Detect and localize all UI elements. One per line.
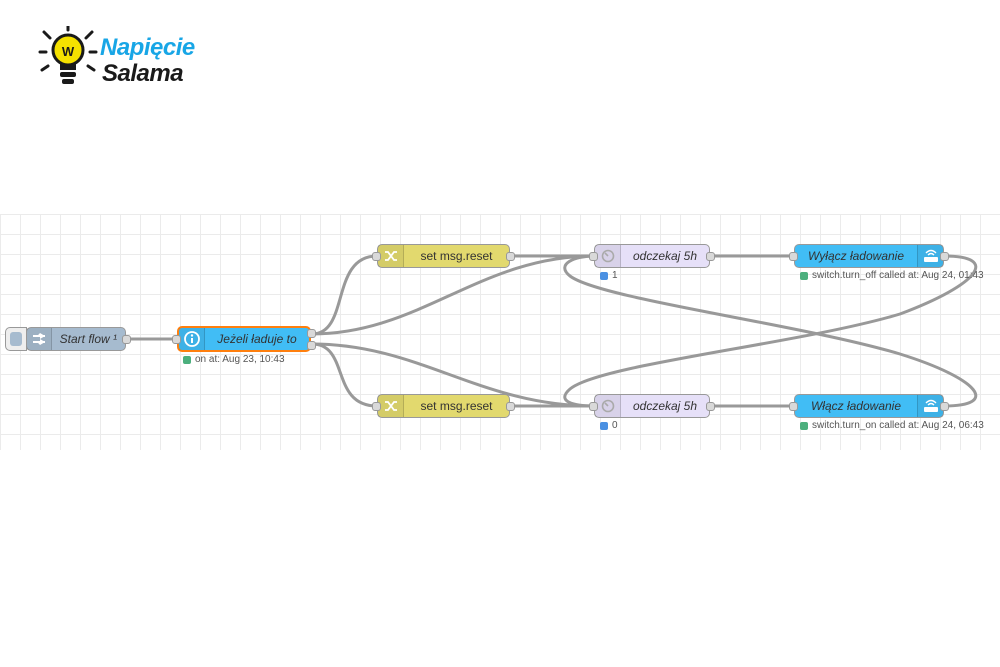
output-port[interactable] [706, 252, 715, 261]
brand-logo: W Napięcie Salama [36, 26, 216, 92]
info-icon [179, 328, 205, 350]
wire-condition-to-set-bottom [311, 342, 378, 408]
status-dot [800, 271, 808, 280]
inject-arrow-icon [27, 328, 52, 350]
node-set-reset-bottom[interactable]: set msg.reset [377, 394, 510, 418]
status-dot [600, 421, 608, 430]
node-switch-on[interactable]: Włącz ładowanie [794, 394, 944, 418]
node-label: Jeżeli ładuje to [217, 332, 297, 346]
status-dot [800, 421, 808, 430]
node-status: switch.turn_on called at: Aug 24, 06:43 [800, 420, 984, 431]
flow-wires [126, 254, 978, 408]
logo-line-2: Salama [102, 60, 184, 87]
output-port-2[interactable] [307, 341, 316, 350]
shuffle-icon [378, 245, 404, 267]
node-status: 0 [600, 420, 618, 431]
node-condition[interactable]: Jeżeli ładuje to [177, 326, 311, 352]
timer-icon [595, 395, 621, 417]
output-port[interactable] [940, 252, 949, 261]
status-dot [600, 271, 608, 280]
wire-switch-off-to-delay-bottom [563, 254, 978, 408]
node-label: Start flow ¹ [59, 332, 117, 346]
node-label: Wyłącz ładowanie [807, 249, 905, 263]
output-port-1[interactable] [307, 329, 316, 338]
bulb-letter: W [62, 44, 75, 59]
node-status: 1 [600, 270, 618, 281]
inject-trigger-button[interactable] [5, 327, 27, 351]
node-status: switch.turn_off called at: Aug 24, 01:43 [800, 270, 984, 281]
input-port[interactable] [589, 402, 598, 411]
node-status: on at: Aug 23, 10:43 [183, 354, 285, 365]
output-port[interactable] [506, 252, 515, 261]
wire-condition-to-delay-bottom [311, 342, 595, 408]
input-port[interactable] [372, 402, 381, 411]
shuffle-icon [378, 395, 404, 417]
node-switch-off[interactable]: Wyłącz ładowanie [794, 244, 944, 268]
node-label: set msg.reset [420, 399, 493, 413]
node-delay-bottom[interactable]: odczekaj 5h [594, 394, 710, 418]
wire-condition-to-set-top [311, 254, 378, 336]
input-port[interactable] [172, 335, 181, 344]
node-label: set msg.reset [420, 249, 493, 263]
timer-icon [595, 245, 621, 267]
wire-condition-to-delay-top [311, 254, 595, 336]
node-label: odczekaj 5h [632, 399, 698, 413]
node-set-reset-top[interactable]: set msg.reset [377, 244, 510, 268]
lightbulb-icon: W [38, 26, 98, 84]
wire-switch-on-to-delay-top [563, 254, 978, 408]
input-port[interactable] [789, 252, 798, 261]
input-port[interactable] [589, 252, 598, 261]
input-port[interactable] [372, 252, 381, 261]
router-icon [917, 245, 943, 267]
output-port[interactable] [706, 402, 715, 411]
node-delay-top[interactable]: odczekaj 5h [594, 244, 710, 268]
node-label: odczekaj 5h [632, 249, 698, 263]
router-icon [917, 395, 943, 417]
node-label: Włącz ładowanie [810, 399, 902, 413]
input-port[interactable] [789, 402, 798, 411]
status-dot [183, 355, 191, 364]
output-port[interactable] [940, 402, 949, 411]
flow-workspace[interactable]: Start flow ¹ Jeżeli ładuje to on at: Aug… [0, 214, 1000, 450]
logo-line-1: Napięcie [100, 34, 195, 61]
node-start-flow[interactable]: Start flow ¹ [26, 327, 126, 351]
output-port[interactable] [122, 335, 131, 344]
output-port[interactable] [506, 402, 515, 411]
